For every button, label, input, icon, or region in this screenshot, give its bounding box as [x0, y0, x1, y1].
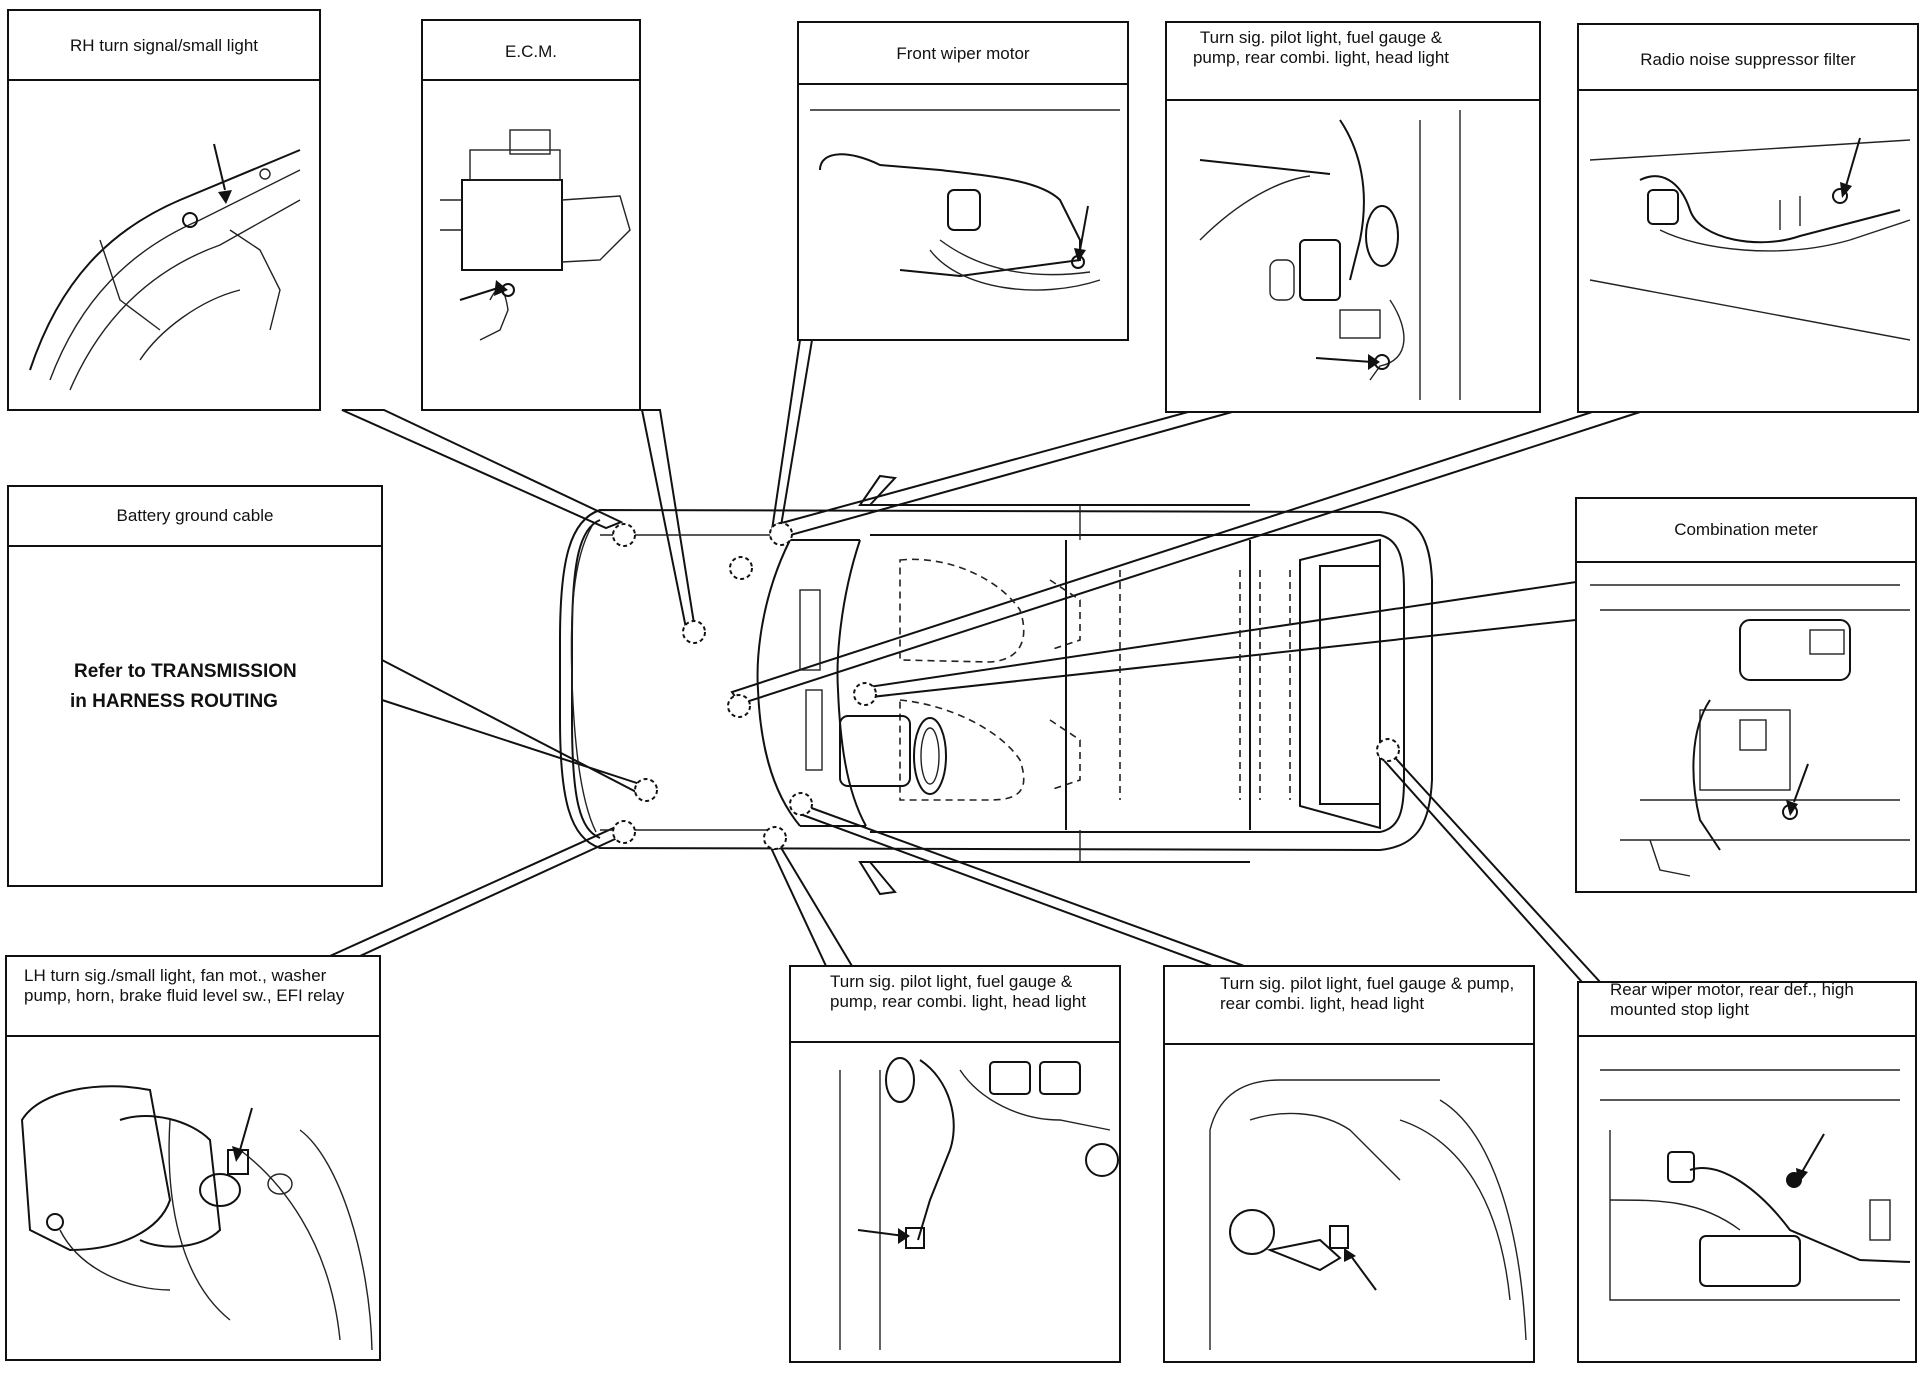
panel-ecm	[421, 19, 641, 411]
panel-rear-wiper	[1577, 981, 1917, 1363]
illustration-rh-turn	[29, 143, 301, 391]
ground-point-rear-wiper	[1376, 738, 1400, 762]
panel-rh-turn	[7, 9, 321, 411]
ground-point-combination-meter	[853, 682, 877, 706]
ground-point-turn-sig-br	[789, 792, 813, 816]
label-turn-sig-br: Turn sig. pilot light, fuel gauge & pump…	[1220, 974, 1515, 1013]
ground-point-front-wiper	[769, 522, 793, 546]
label-turn-sig-bl: Turn sig. pilot light, fuel gauge & pump…	[830, 972, 1087, 1011]
label-lh-turn: LH turn sig./small light, fan mot., wash…	[24, 966, 345, 1005]
leader-battery	[381, 658, 648, 796]
label-ecm: E.C.M.	[505, 42, 557, 61]
ground-point-battery	[634, 778, 658, 802]
illustration-combination-meter	[1590, 584, 1910, 877]
label-refer-line1: Refer to TRANSMISSION	[74, 661, 297, 682]
panel-turn-sig-br	[1163, 965, 1535, 1363]
panel-turn-sig-bl	[789, 965, 1121, 1363]
panel-front-wiper	[797, 21, 1129, 341]
ground-point-rh-turn	[612, 523, 636, 547]
illustration-turn-sig-top	[1199, 110, 1461, 400]
leader-rh-turn	[341, 409, 624, 530]
leader-front-wiper	[770, 339, 814, 534]
illustration-ecm	[440, 129, 631, 341]
ground-point-radio-noise	[727, 694, 751, 718]
panel-turn-sig-top	[1165, 21, 1541, 413]
ground-point-lh-turn	[612, 820, 636, 844]
leader-rear-wiper	[1378, 748, 1603, 983]
illustration-radio-noise	[1589, 137, 1911, 341]
panel-radio-noise	[1577, 23, 1919, 413]
car-top-view	[559, 474, 1433, 896]
ground-point-engine	[682, 620, 706, 644]
panel-combination-meter	[1575, 497, 1917, 893]
illustration-front-wiper	[810, 109, 1120, 291]
label-front-wiper: Front wiper motor	[896, 44, 1030, 63]
illustration-turn-sig-br	[1209, 1079, 1527, 1350]
illustration-turn-sig-bl	[839, 1057, 1119, 1350]
panel-lh-turn	[5, 955, 381, 1361]
ground-point-ecm	[729, 556, 753, 580]
label-turn-sig-top: Turn sig. pilot light, fuel gauge & pump…	[1192, 28, 1450, 67]
label-refer-line2: in HARNESS ROUTING	[70, 691, 278, 712]
panel-battery	[7, 485, 383, 887]
label-rear-wiper: Rear wiper motor, rear def., high mounte…	[1610, 980, 1854, 1019]
illustration-lh-turn	[20, 1085, 373, 1351]
leader-turn-sig-bl	[770, 844, 854, 967]
panel-frames	[5, 9, 1919, 1363]
label-rh-turn: RH turn signal/small light	[69, 36, 258, 55]
leader-turn-sig-top	[776, 411, 1233, 538]
label-radio-noise: Radio noise suppressor filter	[1640, 50, 1856, 69]
label-combination-meter: Combination meter	[1674, 520, 1818, 539]
leader-turn-sig-br	[798, 804, 1245, 967]
label-battery: Battery ground cable	[116, 506, 274, 525]
leader-ecm	[640, 409, 698, 640]
illustration-rear-wiper	[1600, 1069, 1911, 1301]
ground-point-turn-sig-bl	[763, 826, 787, 850]
leader-lines	[329, 339, 1641, 983]
leader-combination-meter	[861, 580, 1577, 700]
